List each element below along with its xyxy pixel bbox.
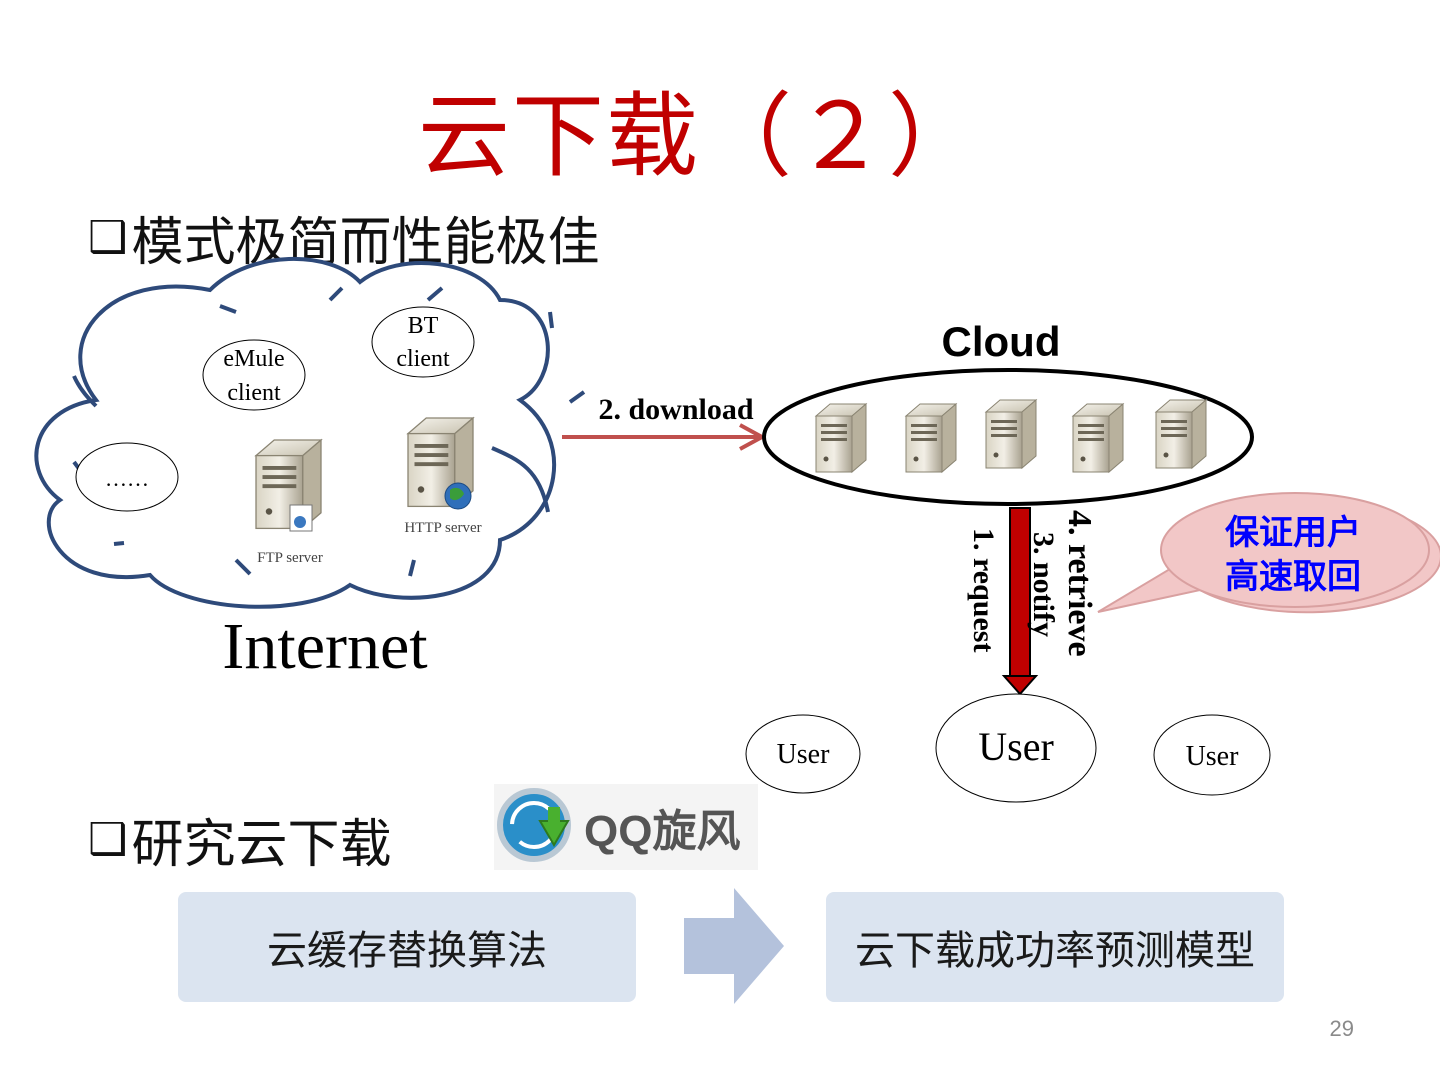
cloud-server-icon bbox=[815, 403, 867, 473]
bt-client-label-1: BT bbox=[408, 313, 439, 339]
flow-box-success-prediction-text: 云下载成功率预测模型 bbox=[855, 928, 1255, 974]
notify-label: 3. notify bbox=[1027, 532, 1060, 637]
callout-text-2: 高速取回 bbox=[1225, 557, 1361, 597]
user-left-label: User bbox=[777, 739, 831, 770]
bullet-marker-icon: ❑ bbox=[88, 212, 128, 263]
bullet-research: ❑ 研究云下载 bbox=[88, 802, 391, 877]
bullet-performance-text: 模式极简而性能极佳 bbox=[131, 213, 600, 273]
emule-client-label-1: eMule bbox=[223, 346, 284, 372]
user-node-left bbox=[745, 714, 861, 794]
bullet-research-text: 研究云下载 bbox=[131, 815, 392, 875]
bt-client-label-2: client bbox=[396, 346, 450, 372]
request-label: 1. request bbox=[967, 528, 1000, 652]
cloud-server-icon bbox=[985, 399, 1037, 469]
file-badge-icon bbox=[294, 516, 306, 528]
callout-bubble bbox=[1160, 492, 1430, 608]
flow-box-success-prediction: 云下载成功率预测模型 bbox=[826, 892, 1284, 1002]
vertical-transfer-arrow bbox=[1009, 507, 1031, 677]
arrow-right-icon bbox=[684, 888, 784, 1004]
qq-whirlwind-text: QQ旋风 bbox=[584, 807, 741, 856]
vertical-arrowhead-icon bbox=[1001, 675, 1039, 696]
qq-whirlwind-icon bbox=[497, 788, 571, 862]
bullet-marker-icon: ❑ bbox=[88, 814, 128, 865]
cloud-server-icon bbox=[1155, 399, 1207, 469]
slide-title: 云下载（２） bbox=[417, 83, 982, 190]
qq-whirlwind-logo: QQ旋风 bbox=[494, 784, 758, 870]
other-clients-label: …… bbox=[105, 466, 149, 491]
emule-client-node bbox=[202, 339, 306, 411]
user-center-label: User bbox=[978, 724, 1054, 769]
flow-box-cache-replacement: 云缓存替换算法 bbox=[178, 892, 636, 1002]
cloud-server-icon bbox=[1072, 403, 1124, 473]
flow-box-cache-replacement-text: 云缓存替换算法 bbox=[267, 928, 547, 974]
download-label: 2. download bbox=[598, 393, 753, 426]
callout-text-1: 保证用户 bbox=[1225, 513, 1361, 553]
retrieve-label: 4. retrieve bbox=[1061, 510, 1098, 657]
user-right-label: User bbox=[1186, 741, 1240, 772]
cloud-label: Cloud bbox=[942, 318, 1061, 365]
emule-client-label-2: client bbox=[227, 380, 281, 406]
page-number: 29 bbox=[1329, 1016, 1354, 1041]
other-clients-node bbox=[75, 442, 179, 512]
globe-land bbox=[450, 487, 464, 501]
user-node-right bbox=[1153, 714, 1271, 796]
internet-label: Internet bbox=[222, 610, 427, 683]
user-node-center bbox=[935, 693, 1097, 803]
http-server-label: HTTP server bbox=[404, 520, 481, 536]
bullet-performance: ❑ 模式极简而性能极佳 bbox=[88, 200, 599, 275]
bt-client-node bbox=[371, 306, 475, 378]
ftp-server-label: FTP server bbox=[257, 550, 323, 566]
cloud-server-icon bbox=[905, 403, 957, 473]
